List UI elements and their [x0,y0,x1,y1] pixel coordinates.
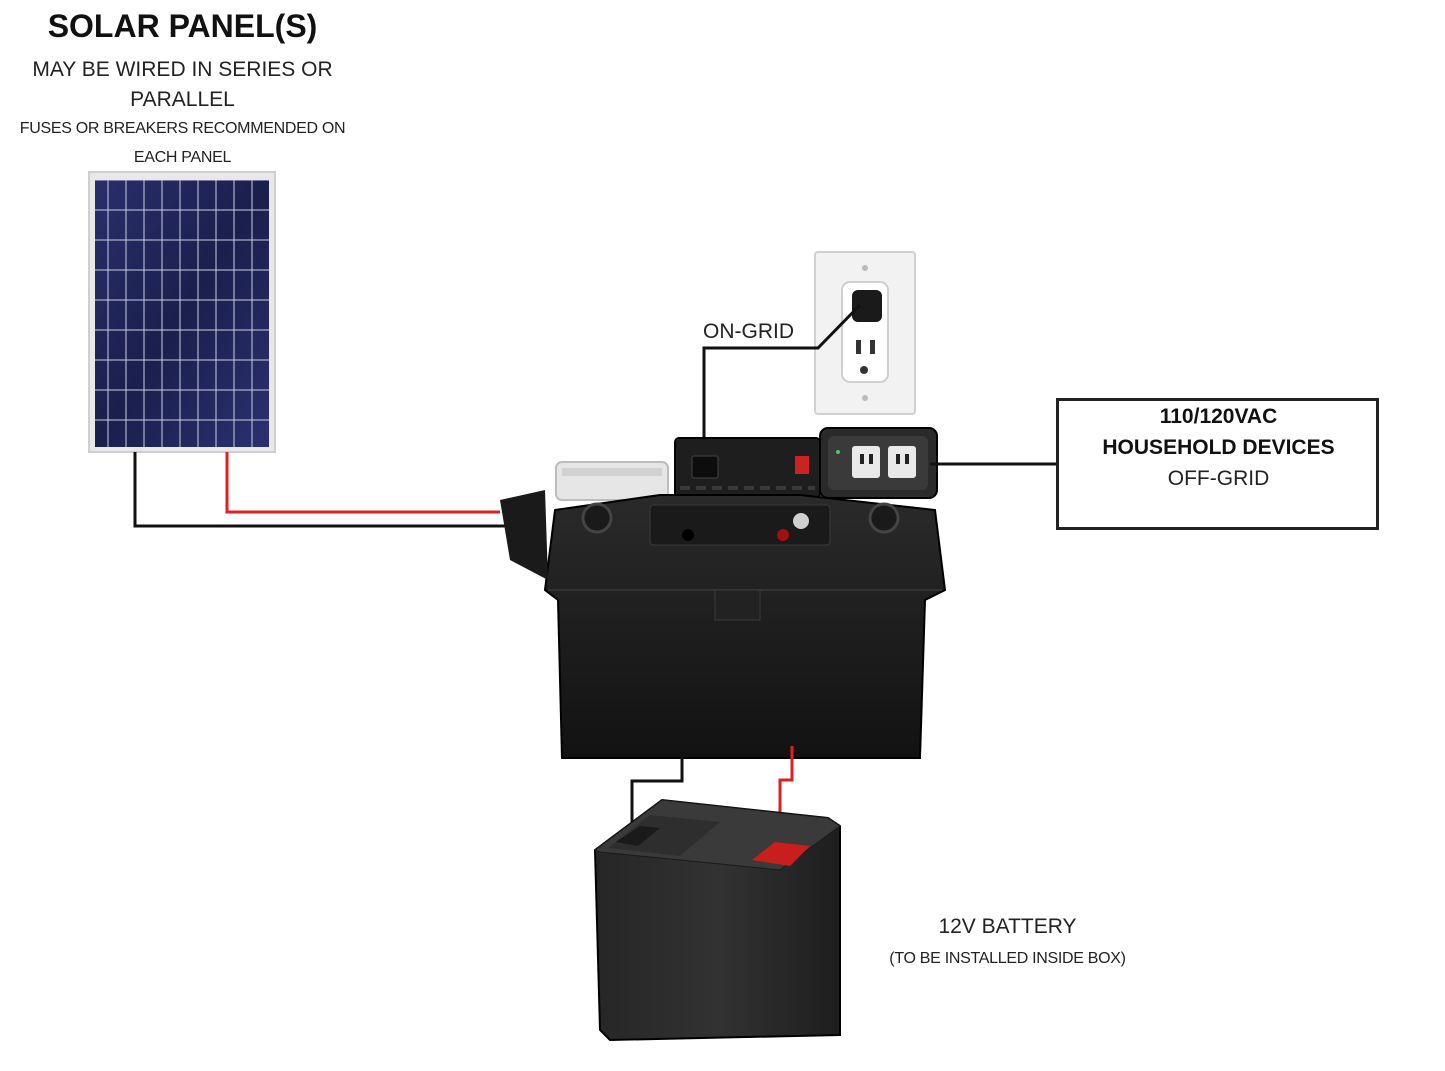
on-grid-label: ON-GRID [703,320,794,343]
solar-positive-wire [225,452,500,514]
wall-outlet [814,251,916,415]
battery-charger [674,437,821,499]
solar-panel-wiring-note: MAY BE WIRED IN SERIES OR PARALLEL [32,58,333,111]
solar-panel-title: SOLAR PANEL(S) [47,8,318,44]
battery [593,798,841,1042]
solar-panel-fuse-note: FUSES OR BREAKERS RECOMMENDED ON EACH PA… [19,120,346,166]
battery-install-note: (TO BE INSTALLED INSIDE BOX) [889,950,1126,967]
household-devices-label: HOUSEHOLD DEVICES [1102,436,1335,459]
battery-label: 12V BATTERY [938,915,1077,938]
charge-controller [555,461,669,501]
solar-panel [88,171,276,453]
battery-negative-wire [630,752,684,830]
off-grid-label: OFF-GRID [1167,467,1270,490]
battery-box [500,490,947,759]
power-inverter [819,427,938,499]
household-voltage-label: 110/120VAC [1159,405,1278,428]
solar-negative-wire [133,452,540,528]
on-grid-cord [702,303,862,465]
household-devices-box [1056,398,1379,530]
